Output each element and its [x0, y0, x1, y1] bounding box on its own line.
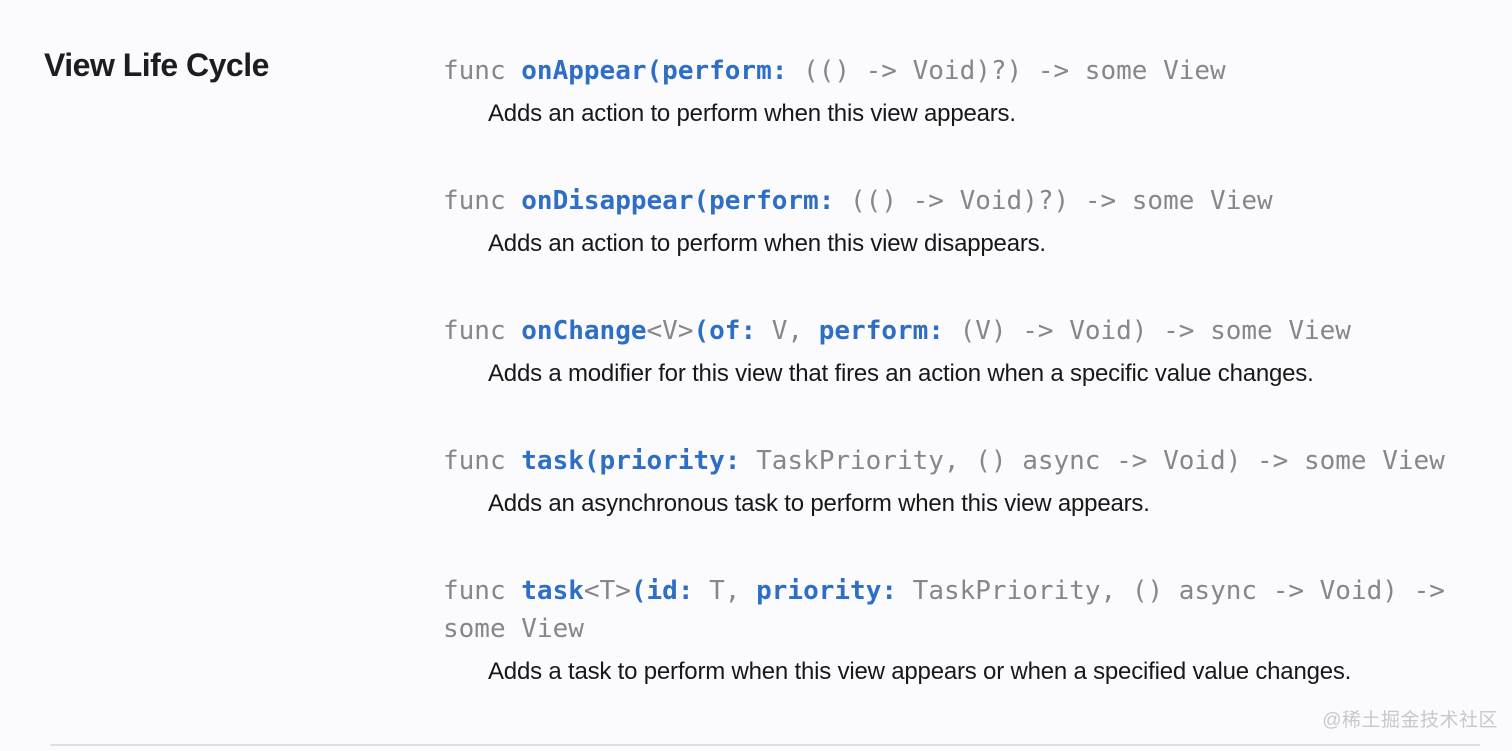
api-list: func onAppear(perform: (() -> Void)?) ->… — [443, 0, 1475, 751]
bottom-divider — [50, 744, 1480, 746]
code-segment-blue: (id: — [630, 576, 694, 606]
code-segment-blue: task(priority: — [521, 446, 741, 476]
code-segment-blue: perform: — [818, 316, 944, 346]
api-entry: func task<T>(id: T, priority: TaskPriori… — [443, 572, 1475, 687]
api-entry: func onChange<V>(of: V, perform: (V) -> … — [443, 312, 1475, 389]
api-entry: func task(priority: TaskPriority, () asy… — [443, 442, 1475, 519]
code-segment-gray: func — [443, 316, 522, 346]
code-segment-gray: T, — [693, 576, 757, 606]
api-signature-link[interactable]: func onChange<V>(of: V, perform: (V) -> … — [443, 312, 1475, 350]
api-description: Adds a modifier for this view that fires… — [488, 360, 1314, 387]
code-segment-gray: <V> — [646, 316, 694, 346]
code-segment-blue: (of: — [693, 316, 757, 346]
code-segment-gray: (() -> Void)?) -> some View — [787, 56, 1226, 86]
api-entry: func onDisappear(perform: (() -> Void)?)… — [443, 182, 1475, 259]
page-title: View Life Cycle — [44, 47, 269, 83]
api-description: Adds a task to perform when this view ap… — [488, 658, 1352, 685]
code-segment-gray: TaskPriority, () async -> Void) -> some … — [443, 576, 1445, 644]
api-signature-link[interactable]: func task<T>(id: T, priority: TaskPriori… — [443, 572, 1475, 648]
api-description: Adds an action to perform when this view… — [488, 100, 1016, 127]
code-segment-gray: func — [443, 446, 522, 476]
code-segment-blue: onAppear(perform: — [521, 56, 788, 86]
code-segment-gray: V, — [756, 316, 819, 346]
code-segment-gray: func — [443, 186, 522, 216]
code-segment-gray: (() -> Void)?) -> some View — [834, 186, 1273, 216]
code-segment-gray: (V) -> Void) -> some View — [943, 316, 1351, 346]
api-signature-link[interactable]: func task(priority: TaskPriority, () asy… — [443, 442, 1475, 480]
api-signature-link[interactable]: func onAppear(perform: (() -> Void)?) ->… — [443, 52, 1475, 90]
code-segment-gray: func — [443, 576, 522, 606]
code-segment-blue: priority: — [756, 576, 898, 606]
api-description: Adds an action to perform when this view… — [488, 230, 1046, 257]
code-segment-gray: TaskPriority, () async -> Void) -> some … — [740, 446, 1445, 476]
api-entry: func onAppear(perform: (() -> Void)?) ->… — [443, 52, 1475, 129]
code-segment-blue: task — [521, 576, 584, 606]
code-segment-blue: onChange — [521, 316, 647, 346]
api-description: Adds an asynchronous task to perform whe… — [488, 490, 1150, 517]
code-segment-gray: <T> — [583, 576, 631, 606]
api-signature-link[interactable]: func onDisappear(perform: (() -> Void)?)… — [443, 182, 1475, 220]
code-segment-blue: onDisappear(perform: — [521, 186, 835, 216]
watermark: @稀土掘金技术社区 — [1322, 710, 1498, 731]
code-segment-gray: func — [443, 56, 522, 86]
